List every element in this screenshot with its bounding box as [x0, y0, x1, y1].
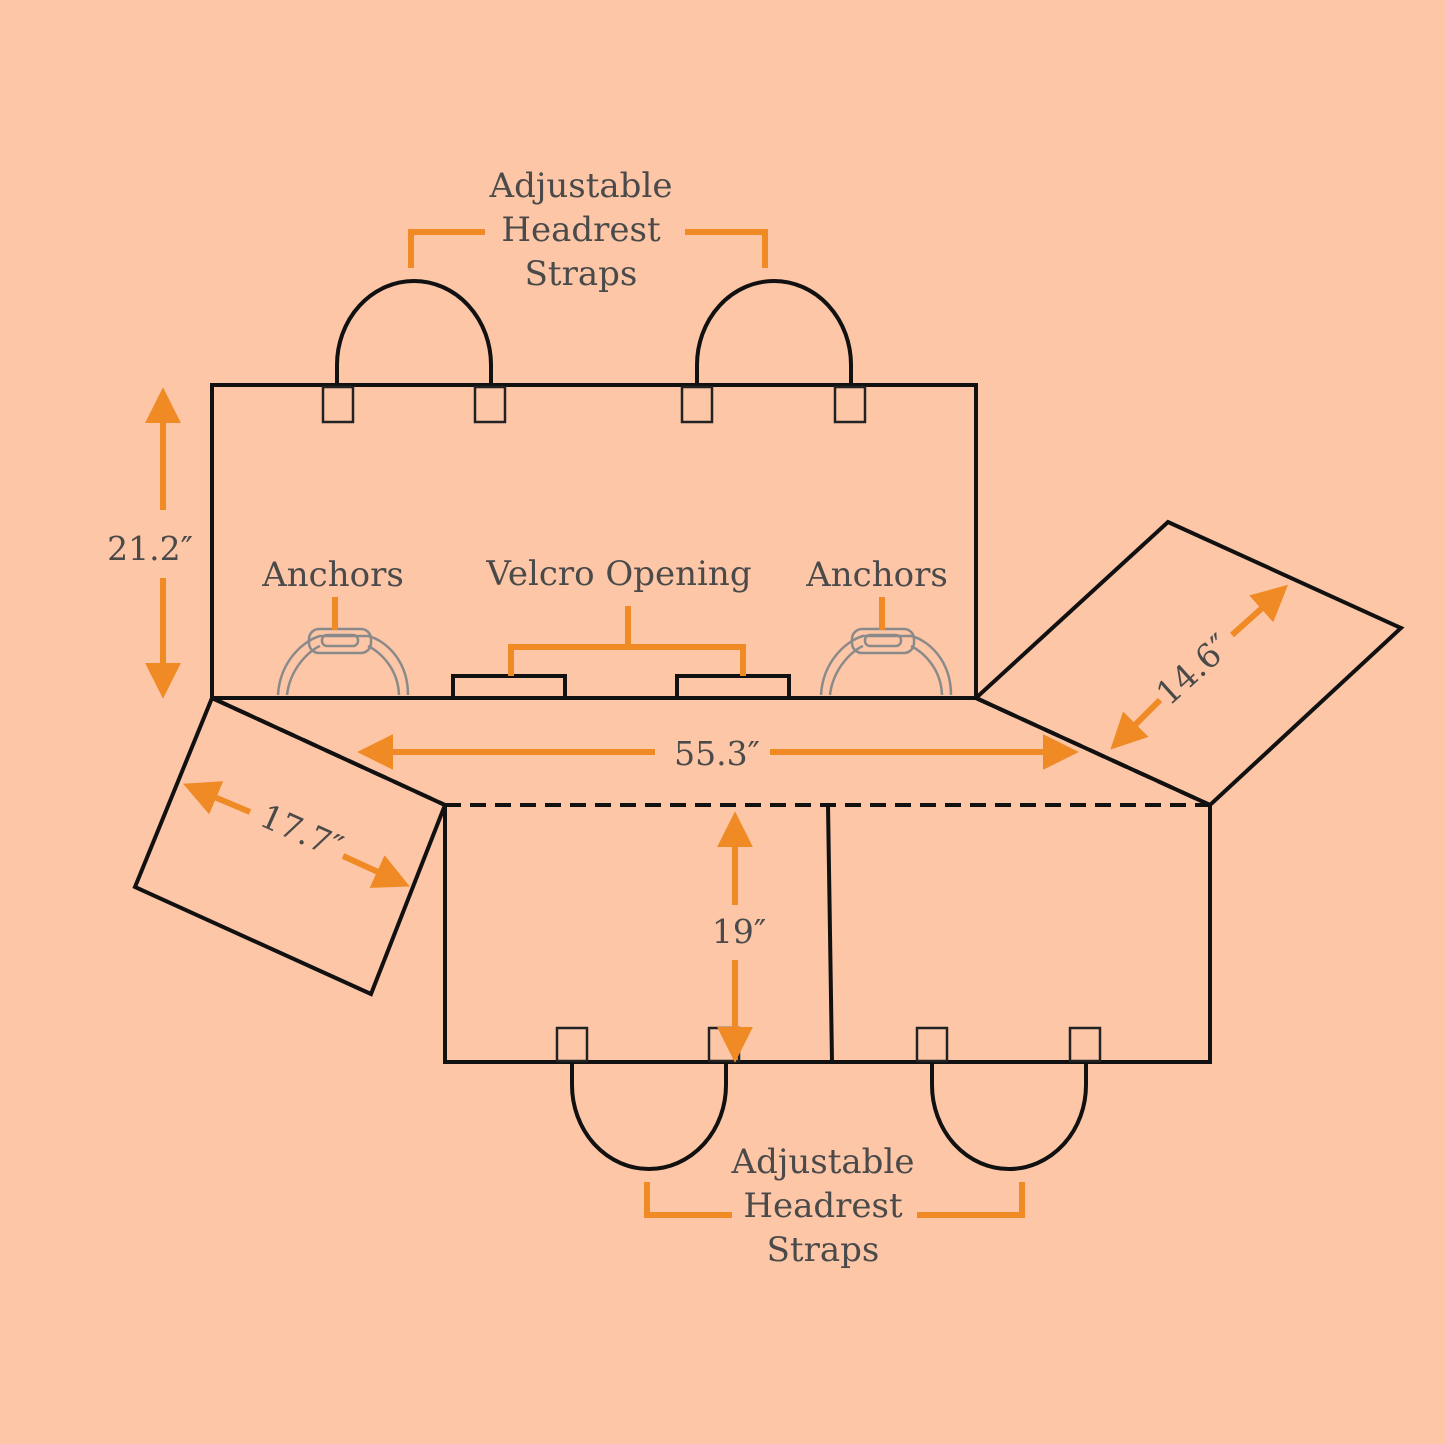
- velcro-opening-label: Velcro Opening: [485, 554, 751, 594]
- top-straps-line-3: Straps: [525, 254, 638, 294]
- seat-divider: [826, 804, 834, 1063]
- headrest-strap-bottom-left: [570, 1062, 728, 1171]
- seat-panel: [443, 804, 1212, 1171]
- anchor-right-icon: [819, 627, 953, 696]
- bottom-straps-label: Adjustable Headrest Straps: [731, 1142, 915, 1270]
- width-value: 55.3″: [674, 734, 760, 773]
- velcro-tab-right: [675, 674, 791, 700]
- backrest-height-value: 21.2″: [107, 529, 193, 568]
- strap-loop: [321, 385, 355, 424]
- top-straps-line-2: Headrest: [501, 210, 661, 250]
- right-side-flap: [972, 519, 1405, 808]
- callout-top-straps: [408, 229, 768, 268]
- anchor-left-icon: [276, 627, 410, 696]
- callout-bottom-straps: [644, 1182, 1025, 1218]
- bottom-straps-line-1: Adjustable: [731, 1142, 915, 1182]
- top-straps-label: Adjustable Headrest Straps: [489, 166, 673, 294]
- headrest-strap-top-right: [695, 279, 853, 385]
- callout-velcro: [508, 606, 746, 676]
- velcro-tab-left: [451, 674, 567, 700]
- anchors-left-label: Anchors: [261, 555, 404, 595]
- dim-arrow-left-flap: [183, 781, 410, 888]
- strap-loop: [833, 385, 867, 424]
- strap-loop: [473, 385, 507, 424]
- anchors-right-label: Anchors: [805, 555, 948, 595]
- strap-loop: [555, 1026, 589, 1063]
- left-flap-value: 17.7″: [255, 796, 349, 867]
- strap-loop: [680, 385, 714, 424]
- strap-loop: [915, 1026, 949, 1063]
- bottom-straps-line-2: Headrest: [743, 1186, 903, 1226]
- right-flap-value: 14.6″: [1148, 626, 1238, 712]
- dim-arrow-right-flap: [1110, 584, 1289, 750]
- backrest-panel: [210, 279, 978, 700]
- strap-loop: [1068, 1026, 1102, 1063]
- headrest-strap-bottom-right: [930, 1062, 1088, 1171]
- seat-depth-value: 19″: [712, 912, 766, 951]
- top-straps-line-1: Adjustable: [489, 166, 673, 206]
- headrest-strap-top-left: [335, 279, 493, 385]
- bottom-straps-line-3: Straps: [767, 1230, 880, 1270]
